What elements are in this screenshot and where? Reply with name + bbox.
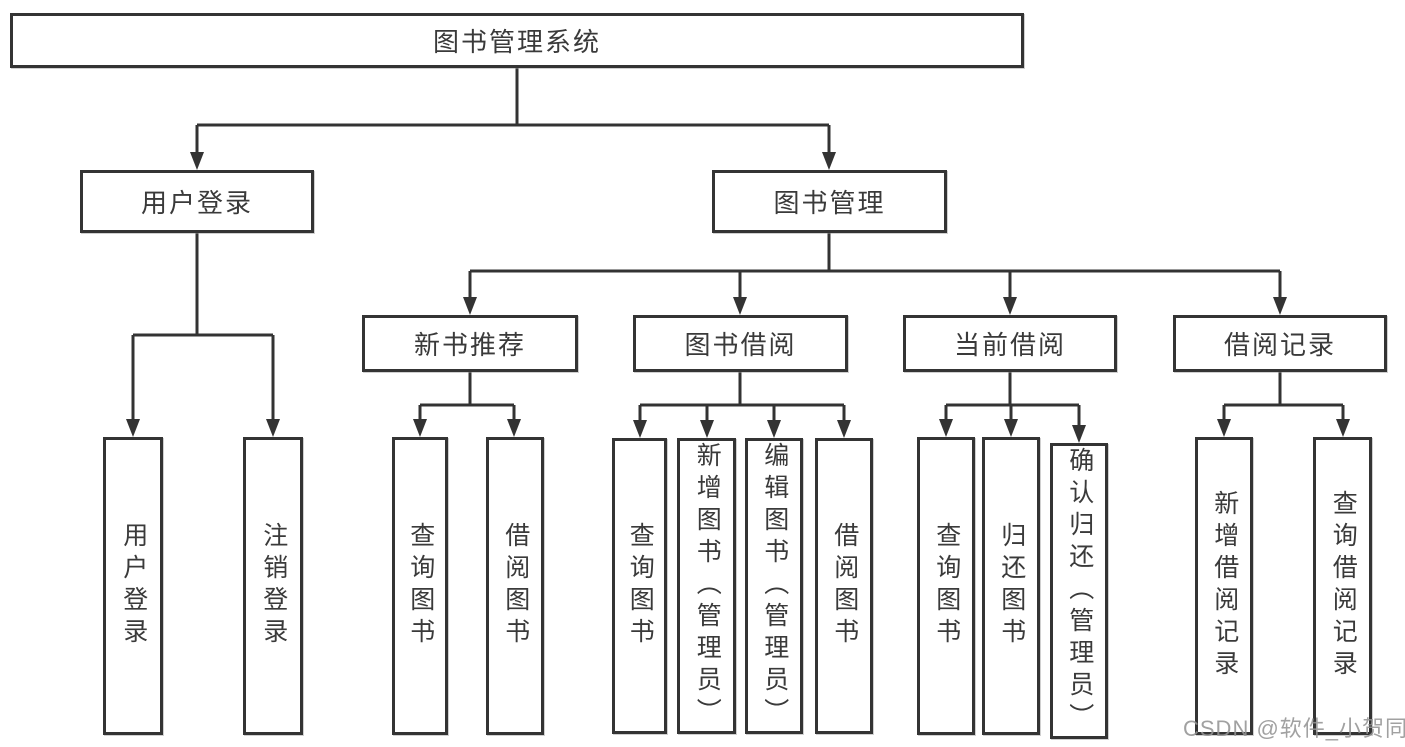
leaf-add-book-admin: 新增图书（管理员） (677, 438, 736, 734)
node-new-book-recommend: 新书推荐 (362, 315, 578, 372)
csdn-watermark: CSDN @软件_小贺同学 (1183, 716, 1405, 741)
leaf-current-query-book-label: 查询图书 (932, 522, 961, 650)
node-root-label: 图书管理系统 (432, 27, 601, 57)
node-book-management-label: 图书管理 (773, 188, 886, 218)
leaf-logout: 注销登录 (243, 437, 303, 735)
node-book-management: 图书管理 (712, 170, 947, 233)
leaf-recommend-query-book: 查询图书 (392, 437, 448, 735)
leaf-edit-book-admin: 编辑图书（管理员） (745, 438, 803, 734)
node-borrowing-records-label: 借阅记录 (1223, 330, 1336, 360)
node-user-login-label: 用户登录 (140, 188, 253, 218)
leaf-user-login: 用户登录 (103, 437, 163, 735)
leaf-query-borrow-record-label: 查询借阅记录 (1329, 490, 1358, 682)
node-current-borrowing-label: 当前借阅 (953, 330, 1066, 360)
leaf-recommend-borrow-book-label: 借阅图书 (501, 522, 530, 650)
leaf-add-book-admin-label: 新增图书（管理员） (693, 442, 722, 730)
leaf-logout-label: 注销登录 (259, 522, 288, 650)
leaf-return-book: 归还图书 (982, 437, 1040, 735)
leaf-edit-book-admin-label: 编辑图书（管理员） (760, 442, 789, 730)
node-current-borrowing: 当前借阅 (903, 315, 1117, 372)
node-book-borrowing: 图书借阅 (633, 315, 848, 372)
leaf-add-borrow-record: 新增借阅记录 (1195, 437, 1253, 735)
leaf-add-borrow-record-label: 新增借阅记录 (1210, 490, 1239, 682)
leaf-confirm-return-admin: 确认归还（管理员） (1050, 443, 1108, 739)
leaf-borrowing-borrow-book: 借阅图书 (815, 438, 873, 734)
leaf-user-login-label: 用户登录 (119, 522, 148, 650)
leaf-recommend-borrow-book: 借阅图书 (486, 437, 544, 735)
leaf-query-borrow-record: 查询借阅记录 (1313, 437, 1372, 735)
node-new-book-recommend-label: 新书推荐 (413, 330, 526, 360)
node-root-library-management-system: 图书管理系统 (10, 13, 1024, 68)
leaf-recommend-query-book-label: 查询图书 (406, 522, 435, 650)
node-borrowing-records: 借阅记录 (1173, 315, 1387, 372)
arrowheads (126, 152, 1350, 443)
leaf-return-book-label: 归还图书 (997, 522, 1026, 650)
leaf-current-query-book: 查询图书 (917, 437, 975, 735)
node-user-login: 用户登录 (80, 170, 314, 233)
leaf-borrowing-query-book-label: 查询图书 (626, 522, 655, 650)
leaf-borrowing-borrow-book-label: 借阅图书 (830, 522, 859, 650)
node-book-borrowing-label: 图书借阅 (684, 330, 797, 360)
leaf-borrowing-query-book: 查询图书 (612, 438, 667, 734)
leaf-confirm-return-admin-label: 确认归还（管理员） (1065, 447, 1094, 735)
